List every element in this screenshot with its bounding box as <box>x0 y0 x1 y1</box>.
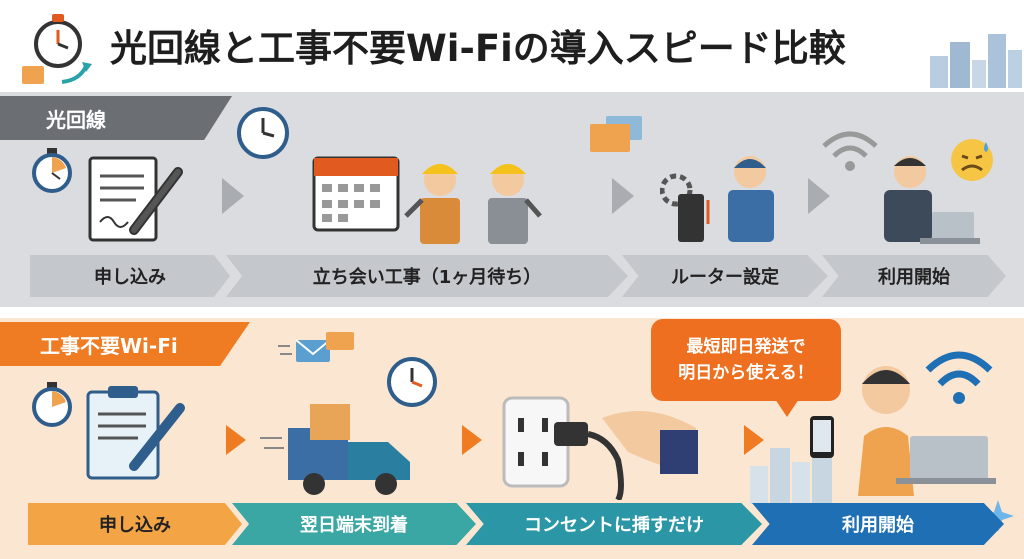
sparkle-icon <box>982 500 1014 536</box>
folder-icon <box>580 114 646 158</box>
email-icon <box>276 330 356 370</box>
city-icon <box>746 440 836 508</box>
speech-bubble: 最短即日発送で 明日から使える！ <box>651 319 841 401</box>
document-icon <box>88 156 186 248</box>
fiber-label: 光回線 <box>0 96 232 140</box>
speech-bubble-tail <box>775 399 799 417</box>
city-icon <box>926 30 1024 88</box>
stopwatch-icon <box>30 146 74 198</box>
fiber-step-3: ルーター設定 <box>622 255 828 297</box>
fiber-step-1: 申し込み <box>30 255 230 297</box>
bubble-line-1: 最短即日発送で <box>686 337 806 357</box>
fiber-step-4: 利用開始 <box>822 255 1006 297</box>
document-icon <box>86 386 186 486</box>
router-icon <box>659 150 790 250</box>
calendar-icon <box>312 150 400 236</box>
stopwatch-icon <box>30 380 74 432</box>
sad-face-icon <box>948 136 996 188</box>
chevron-right-icon <box>462 425 482 459</box>
chevron-right-icon <box>744 425 764 459</box>
laptop-icon <box>860 150 980 250</box>
header-icon <box>18 8 94 88</box>
wifi-icon <box>820 128 880 178</box>
worker-icon <box>400 150 550 250</box>
smartphone-icon <box>800 346 1000 500</box>
nowork-step-1: 申し込み <box>28 503 242 545</box>
pen-icon <box>129 403 185 471</box>
wifi-icon <box>924 346 994 412</box>
clock-icon <box>236 106 290 164</box>
nowork-step-4: 利用開始 <box>752 503 1004 545</box>
plug-icon <box>548 400 698 504</box>
nowork-step-3: コンセントに挿すだけ <box>466 503 762 545</box>
chevron-right-icon <box>808 178 830 218</box>
chevron-right-icon <box>612 178 634 218</box>
bubble-line-2: 明日から使える！ <box>678 363 814 383</box>
nowork-step-2: 翌日端末到着 <box>232 503 476 545</box>
page-title: 光回線と工事不要Wi-Fiの導入スピード比較 <box>110 27 846 70</box>
laptop-icon <box>896 436 996 484</box>
chevron-right-icon <box>226 425 246 459</box>
chevron-right-icon <box>222 178 244 218</box>
fiber-step-2: 立ち会い工事（1ヶ月待ち） <box>226 255 628 297</box>
pen-icon <box>129 167 183 235</box>
clock-icon <box>386 356 438 412</box>
truck-icon <box>260 404 420 500</box>
outlet-icon <box>502 396 570 492</box>
nowork-label: 工事不要Wi-Fi <box>0 322 250 366</box>
